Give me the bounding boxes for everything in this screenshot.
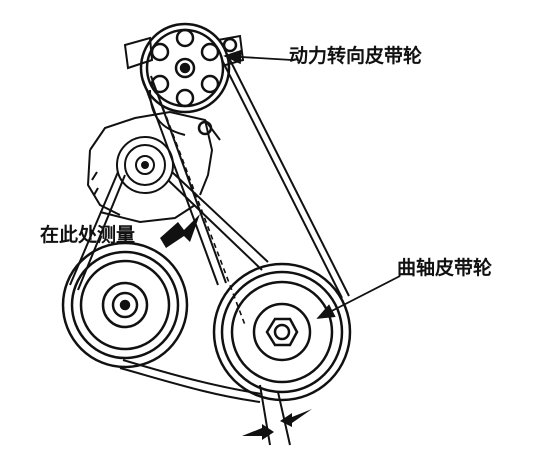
label-power-steering-pulley: 动力转向皮带轮 — [289, 45, 423, 67]
arrow-to-steering-pulley — [223, 49, 293, 65]
bottom-right-arrow — [280, 409, 312, 427]
idler-pulley — [116, 136, 174, 194]
lower-left-pulley — [61, 241, 189, 369]
engine-bracket — [86, 34, 245, 224]
measure-point-arrow — [160, 214, 200, 248]
pointer-arrows — [223, 49, 401, 319]
measure-arrows — [160, 214, 312, 440]
label-crankshaft-pulley: 曲轴皮带轮 — [397, 257, 493, 279]
bottom-left-arrow — [242, 424, 274, 440]
label-measure-here: 在此处测量 — [40, 224, 136, 246]
arrow-to-crankshaft — [316, 275, 401, 319]
crankshaft-pulley — [212, 262, 352, 402]
power-steering-pulley — [139, 22, 238, 136]
drive-belts — [69, 57, 350, 446]
